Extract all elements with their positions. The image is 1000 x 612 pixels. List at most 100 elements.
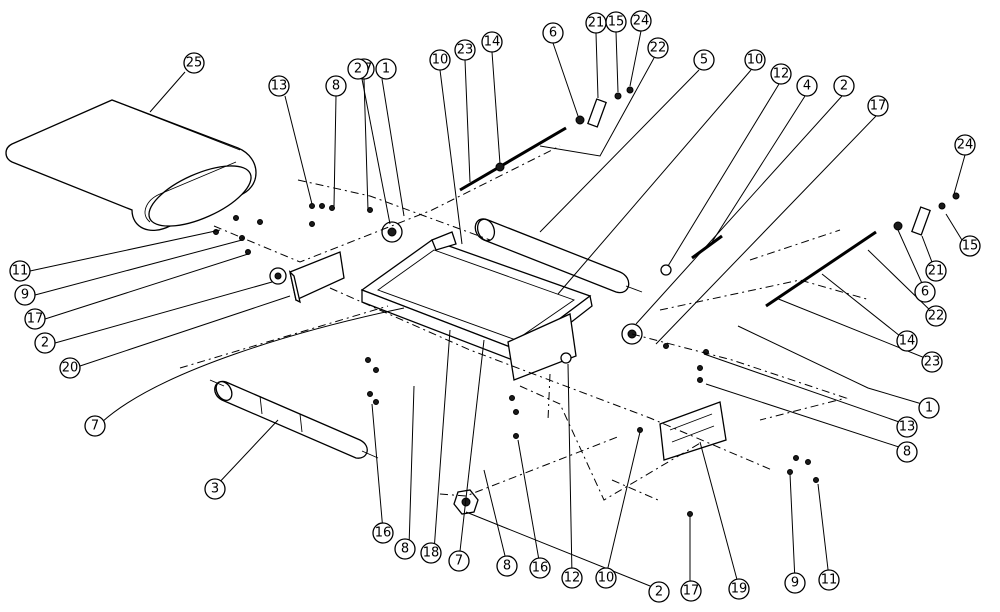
callout-22: 22 [925,305,947,327]
svg-text:2: 2 [840,79,848,94]
callout-1: 1 [375,58,397,80]
leader-lines [29,30,966,591]
callout-23: 23 [921,351,943,373]
svg-text:17: 17 [870,99,887,114]
svg-text:7: 7 [455,554,463,569]
svg-text:16: 16 [532,561,549,576]
adjust-bolt [691,234,723,260]
svg-text:14: 14 [899,334,916,349]
callout-10: 10 [744,49,766,71]
drive-roller [209,379,379,459]
svg-text:8: 8 [401,542,409,557]
svg-text:24: 24 [633,14,650,29]
callout-9: 9 [14,284,36,306]
svg-text:22: 22 [928,309,945,324]
svg-text:21: 21 [588,16,605,31]
callout-7: 7 [84,415,106,437]
svg-text:16: 16 [375,526,392,541]
idler-roller [474,218,643,294]
callout-16: 16 [372,522,394,544]
svg-text:11: 11 [821,573,838,588]
svg-text:11: 11 [12,264,29,279]
right-bracket [507,313,727,461]
callout-6: 6 [542,22,564,44]
callout-10: 10 [595,567,617,589]
svg-text:12: 12 [773,67,790,82]
tension-rod-lower [765,192,960,308]
callout-24: 24 [630,10,652,32]
svg-text:8: 8 [903,445,911,460]
svg-text:13: 13 [899,420,916,435]
callout-12: 12 [561,567,583,589]
callout-15: 15 [605,11,627,33]
svg-text:22: 22 [650,41,667,56]
callout-2: 2 [648,581,670,603]
svg-text:20: 20 [62,361,79,376]
svg-text:25: 25 [186,56,203,71]
nut [660,264,672,276]
svg-text:9: 9 [791,576,799,591]
callout-8: 8 [896,441,918,463]
conveyor-belt [5,99,257,231]
callout-6: 6 [914,281,936,303]
svg-text:19: 19 [731,582,748,597]
svg-text:15: 15 [962,239,979,254]
svg-text:14: 14 [484,35,501,50]
svg-text:15: 15 [608,15,625,30]
svg-text:4: 4 [803,79,811,94]
svg-text:2: 2 [354,62,362,77]
callout-11: 11 [818,569,840,591]
callout-22: 22 [647,37,669,59]
svg-text:2: 2 [41,336,49,351]
svg-text:23: 23 [924,355,941,370]
callout-24: 24 [954,134,976,156]
callout-7: 7 [448,550,470,572]
callout-15: 15 [959,235,981,257]
svg-text:3: 3 [211,482,219,497]
callout-3: 3 [204,478,226,500]
callout-8: 8 [325,75,347,97]
callout-17: 17 [680,580,702,602]
callout-4: 4 [796,75,818,97]
svg-text:5: 5 [700,53,708,68]
svg-text:1: 1 [925,401,933,416]
svg-text:2: 2 [655,585,663,600]
svg-text:9: 9 [21,288,29,303]
callout-2: 2 [34,332,56,354]
svg-text:8: 8 [332,79,340,94]
callout-20: 20 [59,357,81,379]
callout-9: 9 [784,572,806,594]
svg-text:17: 17 [27,312,44,327]
callout-18: 18 [420,542,442,564]
callout-16: 16 [529,557,551,579]
callout-8: 8 [394,538,416,560]
svg-text:18: 18 [423,546,440,561]
fasteners [213,203,819,517]
svg-text:13: 13 [271,79,288,94]
callout-17: 17 [24,308,46,330]
assembly-lines [179,145,871,501]
callout-14: 14 [896,330,918,352]
tension-rod-upper [459,86,634,192]
callout-5: 5 [693,49,715,71]
svg-text:7: 7 [91,419,99,434]
svg-text:6: 6 [549,26,557,41]
callout-19: 19 [728,578,750,600]
svg-text:24: 24 [957,138,974,153]
callout-8: 8 [496,555,518,577]
svg-text:10: 10 [598,571,615,586]
svg-text:10: 10 [432,53,449,68]
callout-1: 1 [918,397,940,419]
callout-23: 23 [454,39,476,61]
callout-21: 21 [925,260,947,282]
callout-13: 13 [896,416,918,438]
callout-11: 11 [9,260,31,282]
callout-10: 10 [429,49,451,71]
callout-21: 21 [585,12,607,34]
nut-lower [560,352,572,364]
callout-12: 12 [770,63,792,85]
svg-text:6: 6 [921,285,929,300]
svg-text:17: 17 [683,584,700,599]
svg-text:8: 8 [503,559,511,574]
